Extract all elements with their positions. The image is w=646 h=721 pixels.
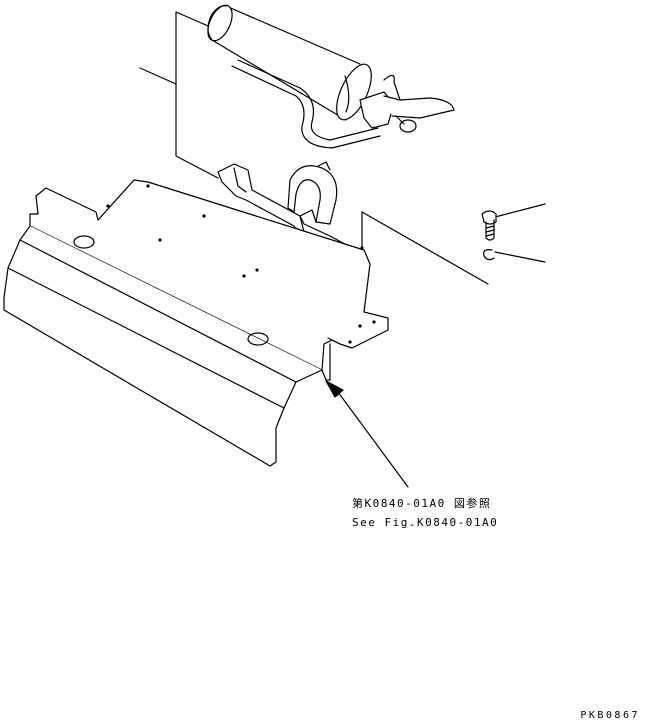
cover-front — [30, 214, 340, 370]
reference-note-japanese: 第K0840-01A0 図参照 — [352, 497, 492, 510]
bolt — [482, 211, 496, 240]
washer-leader — [495, 252, 545, 262]
extinguisher-pin — [400, 120, 416, 132]
extinguisher-hose — [238, 60, 378, 140]
bracket-leader — [362, 212, 488, 330]
reference-arrowhead — [326, 381, 343, 397]
band-clamp — [288, 162, 337, 224]
cover-hole-left — [74, 236, 94, 248]
extinguisher-handle — [384, 96, 454, 118]
extinguisher-valve — [360, 92, 394, 128]
bolt-leader — [495, 204, 545, 217]
extinguisher-body — [212, 6, 360, 120]
cover-hole-right — [248, 333, 268, 345]
extinguisher-leader-lower — [176, 84, 218, 178]
reference-note-english: See Fig.K0840-01A0 — [352, 516, 499, 529]
cover-plate — [4, 180, 388, 466]
drawing-code: PKB0867 — [580, 710, 640, 721]
fire-extinguisher — [203, 2, 454, 148]
leader-lines — [140, 12, 545, 487]
washer — [484, 250, 494, 260]
cover-flange — [36, 180, 388, 348]
extinguisher-leader — [140, 12, 222, 84]
reference-leader — [338, 392, 408, 487]
cover-mount-holes — [106, 184, 376, 344]
